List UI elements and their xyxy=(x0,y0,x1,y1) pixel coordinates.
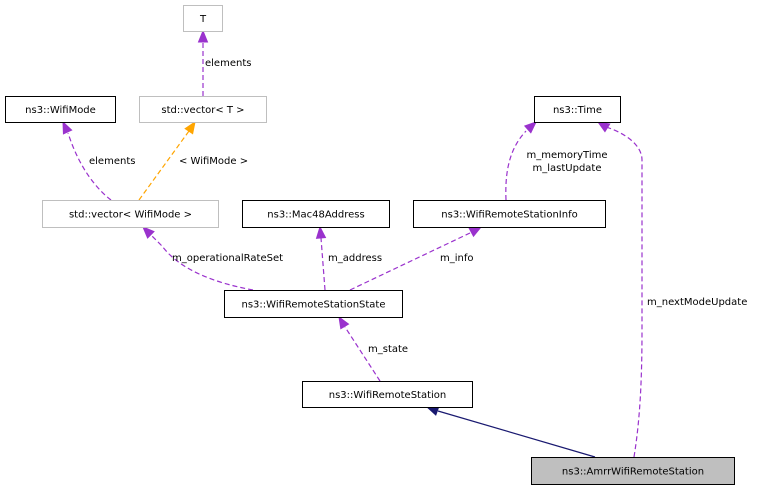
class-node-T[interactable]: T xyxy=(183,5,223,32)
edge-AmrrWifiRemoteStation-to-WifiRemoteStation xyxy=(425,406,596,458)
edge-line xyxy=(67,132,112,201)
node-label: std::vector< T > xyxy=(161,105,244,116)
class-node-WifiRemoteStationState[interactable]: ns3::WifiRemoteStationState xyxy=(224,290,403,318)
edge-label: m_address xyxy=(328,253,382,264)
edge-line xyxy=(605,126,643,458)
class-node-WifiRemoteStation[interactable]: ns3::WifiRemoteStation xyxy=(302,381,473,408)
edge-line xyxy=(344,326,381,382)
edge-label: < WifiMode > xyxy=(179,156,248,167)
node-box xyxy=(42,200,219,228)
edge-line xyxy=(437,410,596,458)
edge-label: m_lastUpdate xyxy=(533,163,602,174)
arrowhead-icon xyxy=(468,226,483,238)
arrowhead-icon xyxy=(596,121,611,133)
edge-line xyxy=(138,130,190,201)
class-node-Mac48Address[interactable]: ns3::Mac48Address xyxy=(242,200,390,228)
edge-label: elements xyxy=(205,58,251,69)
node-label: ns3::Mac48Address xyxy=(267,210,364,221)
arrowhead-icon xyxy=(338,315,350,330)
arrowhead-icon xyxy=(315,225,327,239)
edge-vectorT-to-T xyxy=(197,29,209,96)
node-label: ns3::AmrrWifiRemoteStation xyxy=(562,467,704,478)
arrowhead-icon xyxy=(197,29,209,43)
edge-WifiRemoteStationState-to-Mac48Address xyxy=(315,225,327,291)
node-box xyxy=(531,457,735,485)
class-node-AmrrWifiRemoteStation[interactable]: ns3::AmrrWifiRemoteStation xyxy=(531,457,735,485)
edge-label: m_operationalRateSet xyxy=(172,253,283,264)
node-box xyxy=(139,96,267,123)
class-node-vectorT[interactable]: std::vector< T > xyxy=(139,96,267,123)
arrowhead-icon xyxy=(62,120,73,135)
class-node-WifiMode[interactable]: ns3::WifiMode xyxy=(5,96,116,123)
node-label: ns3::WifiRemoteStation xyxy=(329,390,447,401)
edge-label: m_memoryTime xyxy=(527,150,608,161)
edge-line xyxy=(149,233,254,291)
edge-WifiRemoteStation-to-WifiRemoteStationState xyxy=(338,315,381,382)
node-box xyxy=(413,200,606,228)
node-box xyxy=(5,96,116,123)
node-label: ns3::WifiMode xyxy=(25,105,96,116)
node-box xyxy=(183,5,223,32)
edge-vectorWifiMode-to-vectorT xyxy=(138,120,196,201)
edge-line xyxy=(349,232,471,291)
class-node-vectorWifiMode[interactable]: std::vector< WifiMode > xyxy=(42,200,219,228)
edge-label: elements xyxy=(89,156,135,167)
edge-label: m_state xyxy=(368,344,408,355)
class-node-Time[interactable]: ns3::Time xyxy=(534,96,621,123)
edge-vectorWifiMode-to-WifiMode xyxy=(62,120,112,201)
node-label: ns3::WifiRemoteStationState xyxy=(242,300,386,311)
node-label: ns3::Time xyxy=(553,105,602,116)
edge-WifiRemoteStationInfo-to-Time xyxy=(505,121,537,201)
node-label: std::vector< WifiMode > xyxy=(69,210,192,221)
arrowhead-icon xyxy=(142,226,155,239)
node-box xyxy=(224,290,403,318)
node-box xyxy=(302,381,473,408)
node-label: T xyxy=(199,14,207,25)
class-node-WifiRemoteStationInfo[interactable]: ns3::WifiRemoteStationInfo xyxy=(413,200,606,228)
node-box xyxy=(534,96,621,123)
edge-label: m_info xyxy=(440,253,474,264)
edge-labels-layer: elements elements < WifiMode > m_memoryTime… xyxy=(89,58,747,355)
node-label: ns3::WifiRemoteStationInfo xyxy=(441,210,577,221)
edge-label: m_nextModeUpdate xyxy=(647,297,747,308)
edge-WifiRemoteStationState-to-vectorWifiMode xyxy=(142,226,254,291)
arrowhead-icon xyxy=(523,121,537,134)
arrowhead-icon xyxy=(184,120,196,135)
edges-layer xyxy=(62,29,643,458)
edge-AmrrWifiRemoteStation-to-Time xyxy=(596,121,643,458)
node-box xyxy=(242,200,390,228)
edge-line xyxy=(320,237,326,291)
edge-line xyxy=(505,130,527,201)
